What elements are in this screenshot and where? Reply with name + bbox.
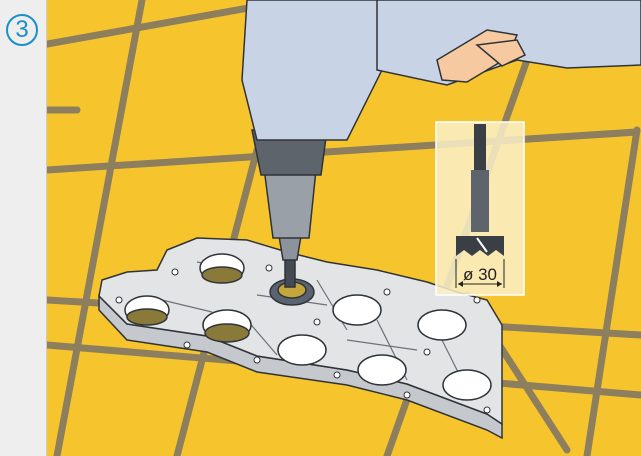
drilling-scene: ø 30: [47, 0, 641, 456]
bit-diameter-label: ø 30: [463, 265, 497, 284]
hole-saw-bit-icon: ø 30: [436, 122, 524, 295]
step-sidebar: 3: [0, 0, 47, 456]
step-number-badge: 3: [6, 14, 38, 46]
